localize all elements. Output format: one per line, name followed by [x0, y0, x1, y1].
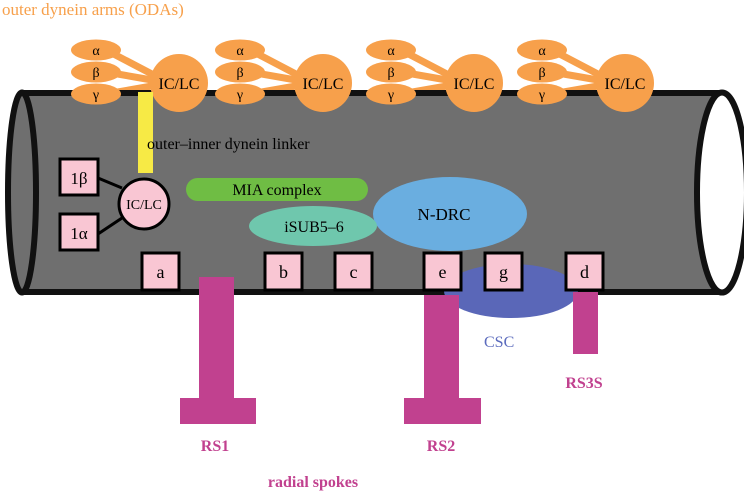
inner-dynein-b	[263, 251, 304, 292]
inner-dynein-g	[483, 251, 524, 292]
outer-inner-dynein-linker	[138, 92, 153, 173]
ndrc-label: N-DRC	[418, 205, 471, 224]
oda-heavy-chain-label: γ	[92, 88, 99, 103]
oda-heavy-chain	[366, 83, 416, 105]
ida-f-iclc-label: IC/LC	[126, 198, 162, 213]
inner-dynein-label-c: c	[350, 262, 358, 282]
inner-dynein-label-e: e	[439, 262, 447, 282]
oda-heavy-chain	[71, 39, 121, 61]
oda-heavy-chain-label: γ	[387, 88, 394, 103]
radial-spoke-rs1	[180, 277, 256, 424]
ida-f-iclc-circle	[117, 177, 171, 231]
oda-heavy-chain	[215, 39, 265, 61]
inner-dynein-e	[422, 251, 463, 292]
oda-iclc-label: IC/LC	[605, 76, 646, 93]
oda-heavy-chain	[366, 61, 416, 83]
oda-heavy-chain	[517, 61, 567, 83]
oda-heavy-chain	[215, 61, 265, 83]
oda-title: outer dynein arms (ODAs)	[2, 0, 184, 19]
oda-heavy-chain-label: β	[538, 66, 545, 81]
csc-label: CSC	[484, 334, 514, 351]
inner-dynein-d	[564, 251, 605, 292]
oda-unit: αβγ IC/LC	[366, 39, 503, 112]
oda-iclc	[596, 54, 654, 112]
linker-label: outer–inner dynein linker	[147, 136, 310, 153]
oda-iclc	[445, 54, 503, 112]
doublet-cylinder	[5, 89, 744, 296]
ida-f-1beta-box	[58, 157, 100, 197]
oda-heavy-chain	[71, 61, 121, 83]
rs3s-label: RS3S	[565, 375, 602, 392]
ida-f-1beta-label: 1β	[70, 169, 87, 188]
oda-heavy-chain-label: α	[538, 44, 546, 59]
oda-heavy-chain-label: α	[387, 44, 395, 59]
oda-heavy-chain-label: β	[236, 66, 243, 81]
oda-heavy-chain-label: β	[387, 66, 394, 81]
oda-heavy-chain-label: γ	[236, 88, 243, 103]
ida-f-complex: 1β 1α IC/LC	[58, 157, 171, 252]
radial-spoke-rs2	[404, 295, 481, 424]
oda-heavy-chain	[366, 39, 416, 61]
cylinder-right-end	[694, 89, 744, 296]
oda-iclc	[150, 54, 208, 112]
inner-dynein-a	[140, 251, 181, 292]
oda-heavy-chain	[215, 83, 265, 105]
oda-unit: αβγ IC/LC	[71, 39, 208, 112]
oda-heavy-chain	[517, 83, 567, 105]
radial-spoke-rs3s	[573, 292, 598, 354]
radial-spokes-label: radial spokes	[268, 474, 358, 491]
oda-iclc	[294, 54, 352, 112]
inner-dynein-label-g: g	[499, 262, 508, 282]
isub-complex	[249, 206, 377, 246]
oda-heavy-chain-label: α	[236, 44, 244, 59]
inner-dynein-label-b: b	[279, 262, 288, 282]
inner-dynein-label-a: a	[157, 262, 165, 282]
oda-unit: αβγ IC/LC	[215, 39, 352, 112]
rs1-label: RS1	[201, 438, 229, 455]
ndrc-complex	[373, 177, 527, 251]
mia-complex	[186, 178, 368, 201]
ida-f-1alpha-label: 1α	[70, 224, 88, 243]
inner-dynein-label-d: d	[580, 262, 589, 282]
oda-iclc-label: IC/LC	[159, 76, 200, 93]
oda-heavy-chain-label: α	[92, 44, 100, 59]
inner-dynein-c	[333, 251, 374, 292]
isub-label: iSUB5–6	[284, 219, 344, 236]
rs2-label: RS2	[427, 438, 455, 455]
mia-label: MIA complex	[232, 182, 321, 199]
oda-iclc-label: IC/LC	[454, 76, 495, 93]
oda-heavy-chain-label: β	[92, 66, 99, 81]
oda-heavy-chain	[517, 39, 567, 61]
oda-iclc-label: IC/LC	[303, 76, 344, 93]
oda-heavy-chain	[71, 83, 121, 105]
cylinder-left-end	[5, 89, 39, 296]
ida-f-1alpha-box	[58, 212, 100, 252]
oda-heavy-chain-label: γ	[538, 88, 545, 103]
oda-unit: αβγ IC/LC	[517, 39, 654, 112]
